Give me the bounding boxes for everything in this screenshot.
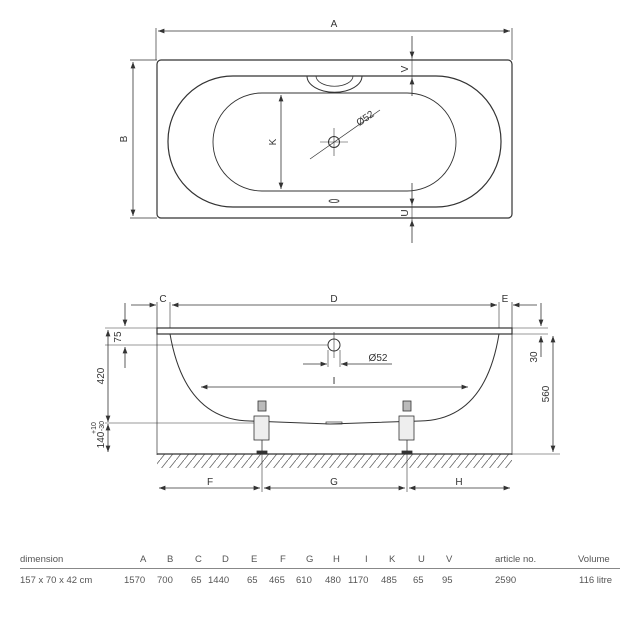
header-volume: Volume [578, 554, 610, 565]
label-560: 560 [541, 385, 552, 402]
label-tolerance-plus: +10 [91, 422, 98, 434]
label-E: E [502, 294, 509, 305]
header-article-no: article no. [495, 554, 537, 565]
cell-D: 1440 [208, 575, 230, 586]
header-U: U [418, 554, 425, 565]
table-row: 157 x 70 x 42 cm 1570 700 65 1440 65 465… [20, 573, 620, 589]
label-drain-diameter: Ø52 [355, 109, 377, 129]
label-F: F [207, 477, 213, 488]
cell-I: 1170 [348, 575, 369, 586]
label-G: G [330, 477, 338, 488]
foot-left [253, 400, 270, 455]
header-H: H [333, 554, 340, 565]
label-C: C [159, 294, 166, 305]
label-140: 140 [96, 431, 107, 448]
label-30: 30 [529, 351, 540, 363]
header-A: A [140, 554, 147, 565]
dimension-table: dimension A B C D E F G H I K U V articl… [20, 552, 620, 589]
label-V: V [400, 65, 411, 72]
cell-C: 65 [191, 575, 202, 586]
cell-F: 465 [269, 575, 285, 586]
header-D: D [222, 554, 229, 565]
label-I: I [333, 376, 336, 387]
label-overflow-diameter: Ø52 [369, 353, 388, 364]
header-K: K [389, 554, 396, 565]
top-view [130, 28, 513, 243]
header-B: B [167, 554, 174, 565]
header-V: V [446, 554, 453, 565]
header-I: I [365, 554, 368, 565]
label-H: H [455, 477, 462, 488]
label-D: D [330, 294, 337, 305]
label-B: B [119, 135, 130, 142]
cell-volume: 116 litre [579, 575, 613, 586]
label-75: 75 [113, 331, 124, 343]
label-A: A [331, 19, 338, 30]
label-tolerance-minus: -30 [99, 421, 106, 431]
technical-drawing: A B K V U Ø52 [91, 19, 560, 492]
label-U: U [400, 209, 411, 216]
cell-article-no: 2590 [495, 575, 517, 586]
cell-K: 485 [381, 575, 397, 586]
header-C: C [195, 554, 202, 565]
cell-dimension: 157 x 70 x 42 cm [20, 575, 93, 586]
cell-B: 700 [157, 575, 173, 586]
foot-right [398, 400, 415, 455]
cell-H: 480 [325, 575, 341, 586]
header-G: G [306, 554, 314, 565]
cell-E: 65 [247, 575, 258, 586]
cell-U: 65 [413, 575, 424, 586]
label-K: K [268, 138, 279, 145]
header-E: E [251, 554, 258, 565]
header-F: F [280, 554, 286, 565]
label-420: 420 [96, 367, 107, 384]
side-view [105, 302, 560, 492]
table-header-row: dimension A B C D E F G H I K U V articl… [20, 552, 620, 569]
header-dimension: dimension [20, 554, 64, 565]
cell-A: 1570 [124, 575, 146, 586]
cell-V: 95 [442, 575, 453, 586]
cell-G: 610 [296, 575, 312, 586]
